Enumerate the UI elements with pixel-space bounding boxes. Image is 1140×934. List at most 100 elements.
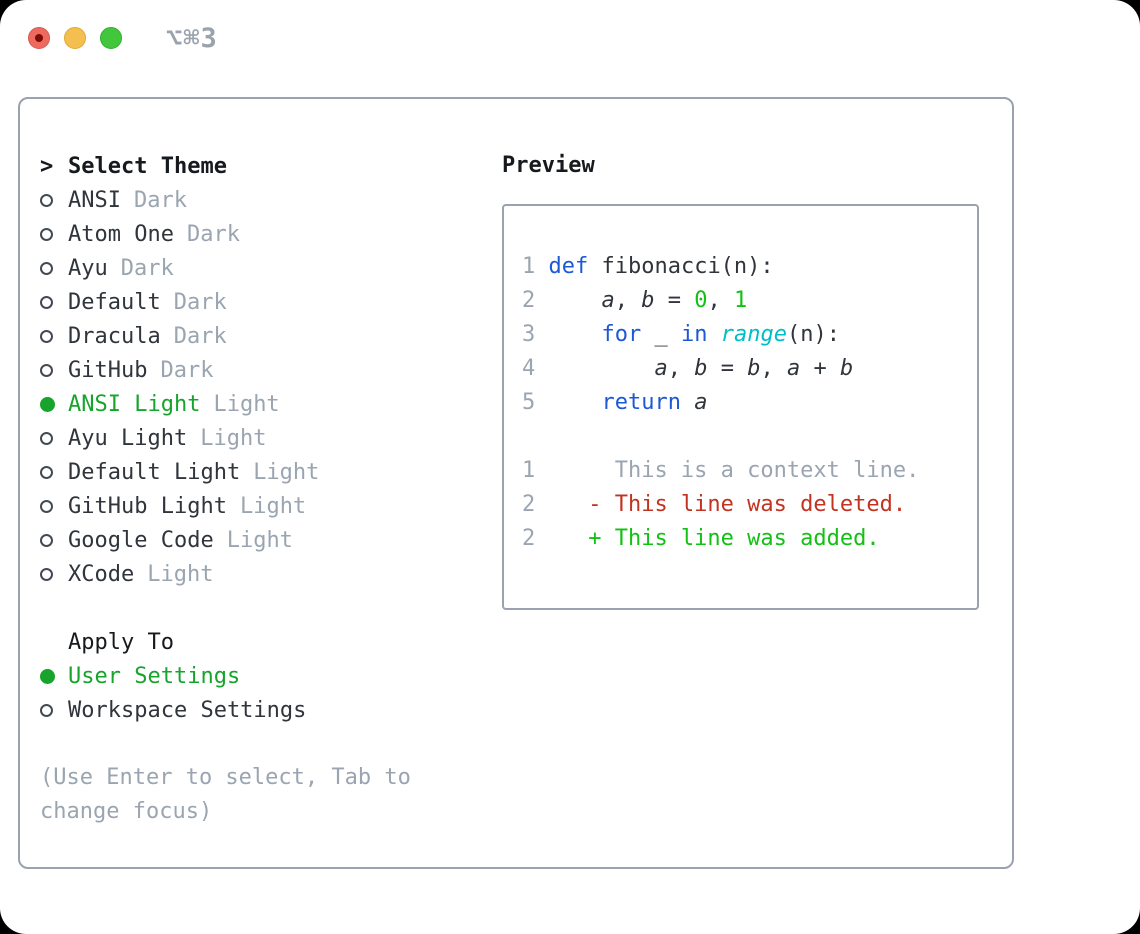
radio-unselected-icon (40, 329, 53, 343)
radio-unselected-icon (40, 533, 53, 547)
line-number: 1 (522, 458, 536, 483)
theme-item-github[interactable]: GitHub Dark (40, 353, 480, 387)
line-number: 5 (522, 390, 536, 415)
code-token: range (720, 322, 787, 347)
theme-variant: Light (213, 391, 280, 417)
radio-icon (40, 193, 68, 207)
code-token: = (654, 288, 695, 313)
line-number: 2 (522, 492, 536, 517)
spacer (40, 591, 480, 625)
radio-unselected-icon (40, 261, 53, 275)
radio-icon (40, 465, 68, 479)
line-number: 1 (522, 254, 536, 279)
code-line: 2 - This line was deleted. (522, 488, 977, 522)
radio-unselected-icon (40, 363, 53, 377)
code-token: , (614, 288, 642, 313)
theme-variant: Dark (173, 323, 227, 349)
hint-text: (Use Enter to select, Tab to change focu… (40, 765, 411, 824)
code-token: a (601, 288, 615, 313)
radio-unselected-icon (40, 499, 53, 513)
theme-name: GitHub (68, 357, 148, 383)
line-number: 3 (522, 322, 536, 347)
code-token: a (694, 390, 708, 415)
apply-option-workspace-settings[interactable]: Workspace Settings (40, 693, 480, 727)
code-token: b (694, 356, 708, 381)
radio-icon (40, 396, 68, 412)
code-token: a (786, 356, 801, 381)
theme-name: Default (68, 289, 161, 315)
theme-item-google-code[interactable]: Google Code Light (40, 523, 480, 557)
code-token: (n): (786, 322, 840, 347)
close-dot-icon (35, 34, 43, 42)
code-token: , (760, 356, 787, 381)
apply-option-label: User Settings (68, 663, 241, 689)
radio-icon (40, 329, 68, 343)
code-line: 5 return a (522, 386, 977, 420)
code-line (522, 420, 977, 454)
code-line: 3 for _ in range(n): (522, 318, 977, 352)
preview-title: Preview (502, 153, 595, 178)
code-token (535, 356, 654, 381)
theme-item-ayu-light[interactable]: Ayu Light Light (40, 421, 480, 455)
focus-caret-icon: > (40, 153, 54, 179)
theme-name: Default Light (68, 459, 241, 485)
minimize-traffic-light-icon[interactable] (64, 27, 86, 49)
theme-name: Ayu (68, 255, 108, 281)
radio-icon (40, 227, 68, 241)
theme-variant: Dark (186, 221, 240, 247)
code-token (707, 322, 720, 347)
theme-item-atom-one[interactable]: Atom One Dark (40, 217, 480, 251)
radio-icon (40, 363, 68, 377)
theme-name: Ayu Light (68, 425, 188, 451)
theme-name: GitHub Light (68, 493, 227, 519)
close-traffic-light-icon[interactable] (28, 27, 50, 49)
code-line: 1 This is a context line. (522, 454, 977, 488)
theme-item-ansi-light[interactable]: ANSI Light Light (40, 387, 480, 421)
code-token: , (667, 356, 695, 381)
theme-name: XCode (68, 561, 135, 587)
code-line: 1 def fibonacci(n): (522, 250, 977, 284)
code-line: 2 + This line was added. (522, 522, 977, 556)
theme-variant: Dark (120, 255, 174, 281)
theme-item-ayu[interactable]: Ayu Dark (40, 251, 480, 285)
theme-variant: Light (226, 527, 293, 553)
code-token: = (707, 356, 748, 381)
spacer (40, 727, 480, 761)
apply-option-user-settings[interactable]: User Settings (40, 659, 480, 693)
theme-variant: Light (200, 425, 267, 451)
radio-icon (40, 533, 68, 547)
radio-icon (40, 567, 68, 581)
theme-name: Atom One (68, 221, 174, 247)
code-token: - This line was deleted. (535, 492, 907, 517)
radio-unselected-icon (40, 227, 53, 241)
theme-variant: Light (239, 493, 307, 519)
theme-name: Dracula (68, 323, 161, 349)
select-theme-title: Select Theme (68, 153, 227, 179)
theme-name: Google Code (68, 527, 214, 553)
line-number: 2 (522, 526, 536, 551)
code-token: b (641, 288, 655, 313)
radio-unselected-icon (40, 703, 53, 717)
apply-to-title: Apply To (68, 629, 174, 655)
theme-item-dracula[interactable]: Dracula Dark (40, 319, 480, 353)
theme-variant: Dark (160, 357, 214, 383)
radio-icon (40, 703, 68, 717)
zoom-traffic-light-icon[interactable] (100, 27, 122, 49)
line-number: 2 (522, 288, 536, 313)
select-theme-header: > Select Theme (40, 149, 480, 183)
line-number: 4 (522, 356, 536, 381)
theme-name: ANSI Light (68, 391, 201, 417)
theme-item-github-light[interactable]: GitHub Light Light (40, 489, 480, 523)
radio-icon (40, 431, 68, 445)
